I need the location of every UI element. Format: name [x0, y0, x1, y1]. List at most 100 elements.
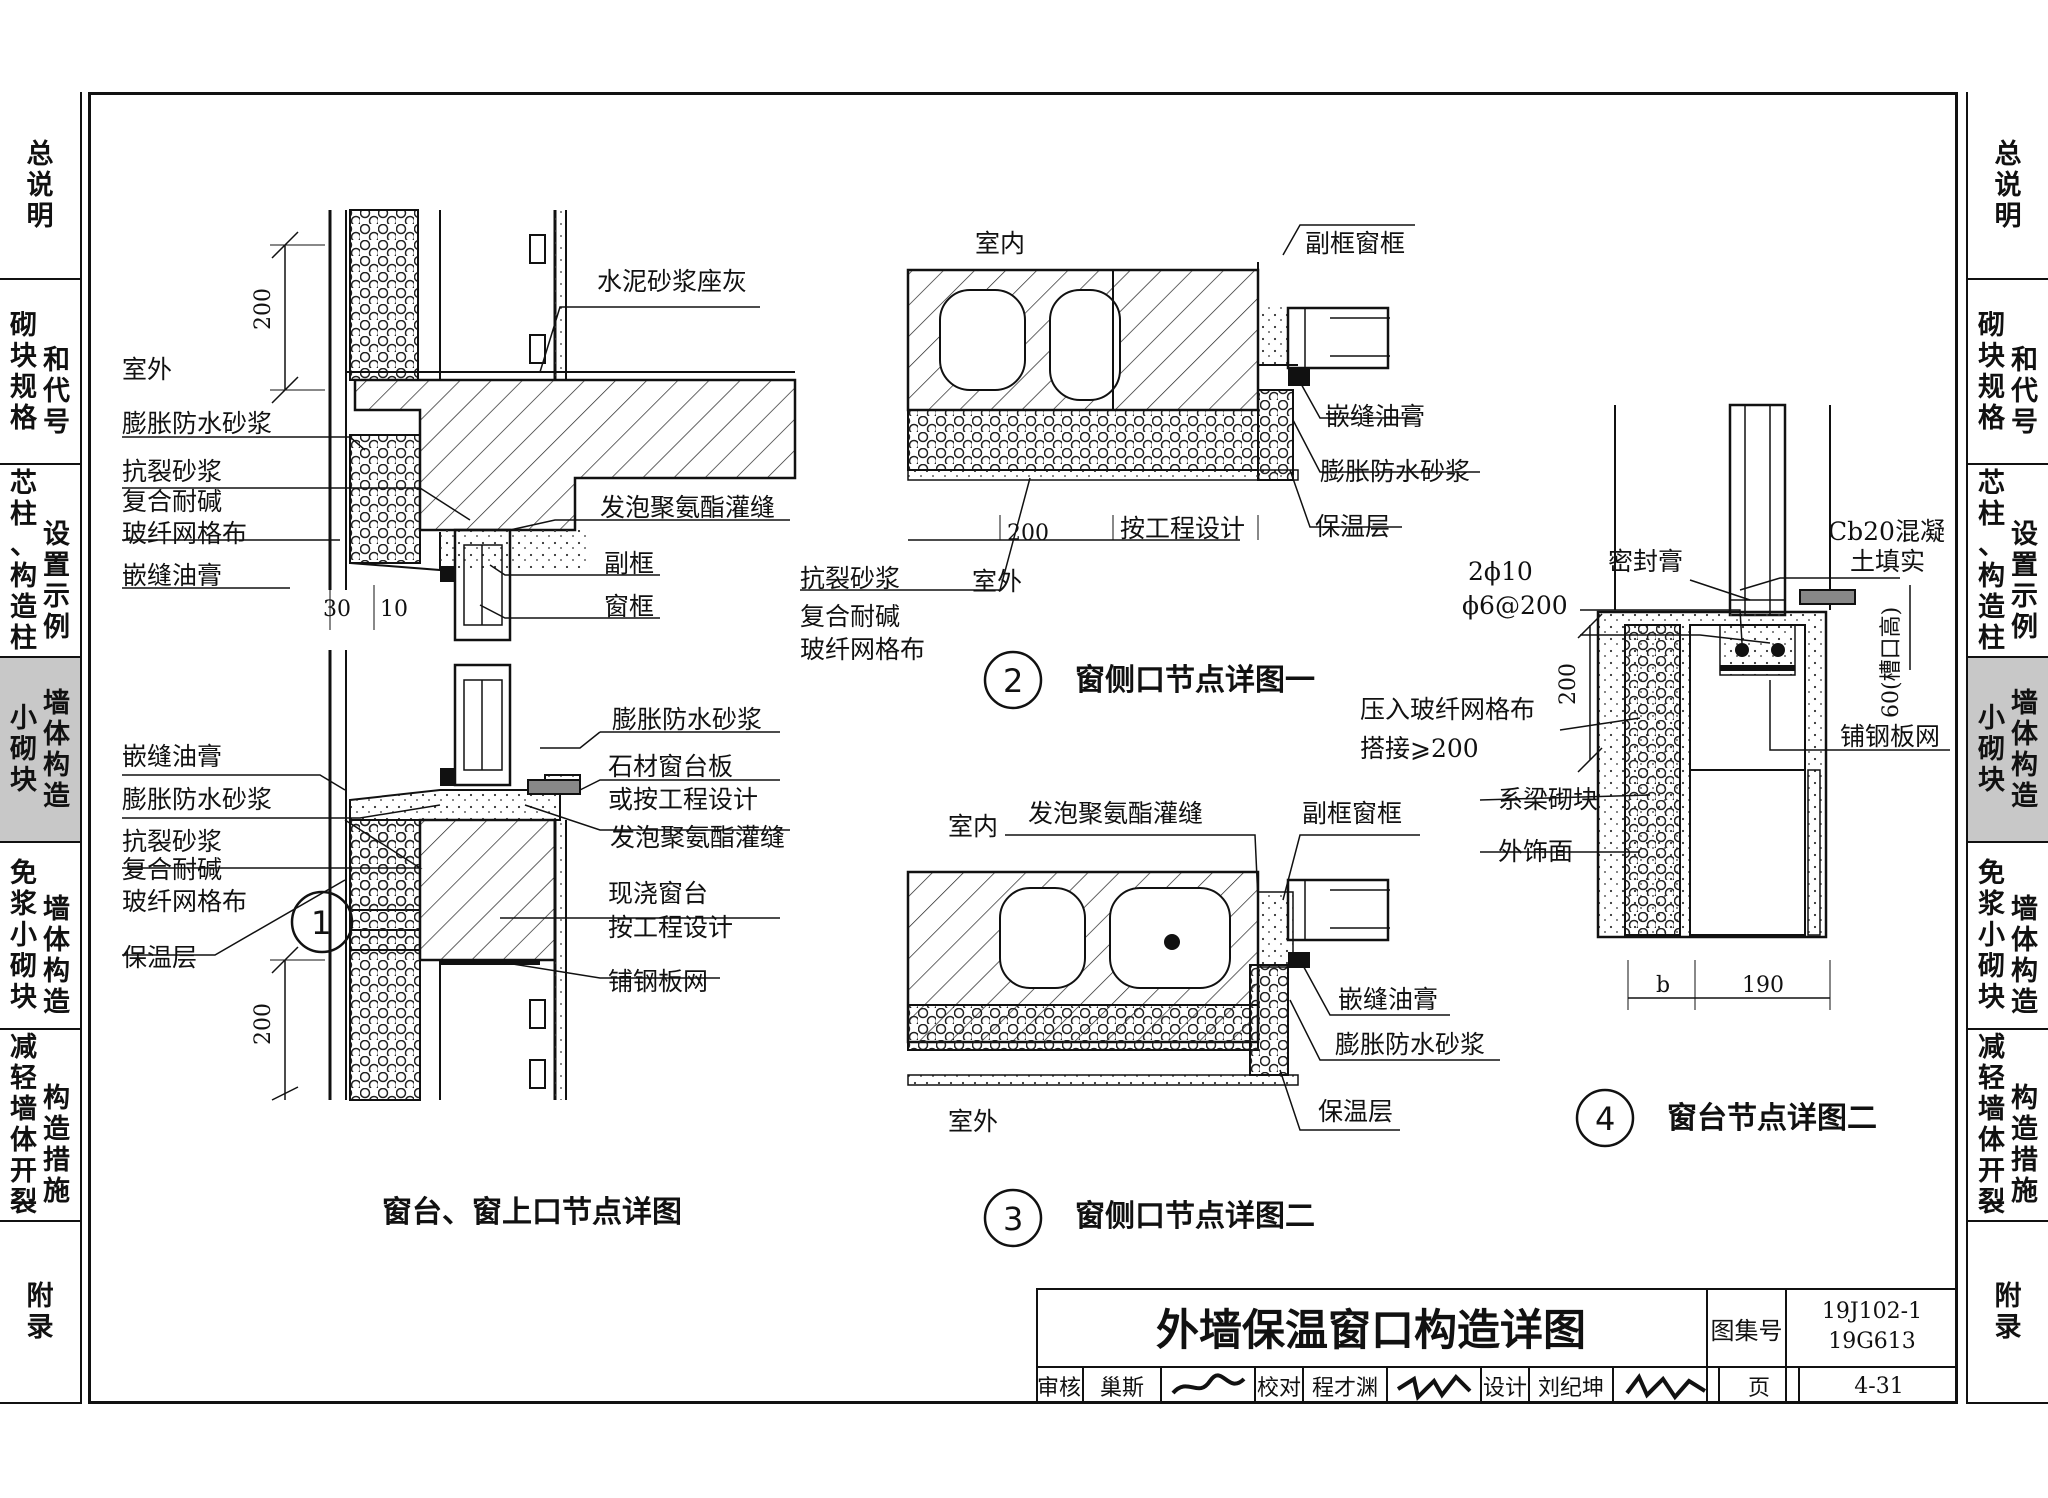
left-tab-5[interactable]: 免浆小砌块墙体构造 [0, 843, 82, 1030]
left-tab-1[interactable]: 总说明 [0, 92, 82, 280]
checker-name: 程才渊 [1304, 1368, 1388, 1404]
left-tab-7[interactable]: 附录 [0, 1222, 82, 1404]
reviewer-name: 巢斯 [1084, 1368, 1162, 1404]
d1-mesh-top-1-label: 复合耐碱 [122, 487, 222, 516]
tab-char: 砌 [10, 734, 37, 765]
d1-expand-mortar-sill-l-label: 膨胀防水砂浆 [122, 785, 272, 814]
left-tab-2[interactable]: 砌块规格和代号 [0, 280, 82, 465]
atlas-number-2: 19G613 [1828, 1328, 1916, 1354]
designer-name: 刘纪坤 [1530, 1368, 1614, 1404]
tab-char: 构 [43, 1083, 70, 1114]
d4-finish-label: 外饰面 [1498, 837, 1573, 866]
tab-char: 体 [2011, 718, 2038, 750]
tab-char: 柱 [1978, 498, 2005, 530]
tab-text-column: 附录 [1995, 1281, 2022, 1343]
tab-text-column: 免浆小砌块 [1978, 858, 2005, 1013]
d1-sub-frame-label: 副框 [604, 549, 654, 578]
tab-char: 裂 [10, 1187, 37, 1218]
d4-sealant-label: 密封膏 [1608, 547, 1683, 576]
tab-text-column: 构造措施 [43, 1083, 70, 1207]
d1-outside-label: 室外 [122, 355, 172, 384]
tab-char: 墙 [43, 687, 70, 719]
tab-char: 格 [1978, 402, 2005, 434]
tab-char: 造 [1978, 591, 2005, 623]
tab-char: 号 [2011, 407, 2038, 438]
tab-char: 墙 [43, 893, 70, 925]
right-tab-4[interactable]: 小砌块墙体构造 [1966, 658, 2048, 843]
d1-dim-30: 30 [323, 597, 351, 622]
d2-dim-200: 200 [1007, 521, 1049, 546]
d4-number: 4 [1595, 1100, 1615, 1138]
tab-char: 砌 [1978, 734, 2005, 765]
d1-cast-sill-1-label: 现浇窗台 [608, 879, 708, 908]
d4-steel-mesh-label: 铺钢板网 [1840, 722, 1940, 751]
designer-signature [1614, 1368, 1720, 1404]
tab-char: 构 [2011, 955, 2038, 987]
tab-char: 小 [1978, 920, 2005, 951]
tab-char: 小 [10, 703, 37, 734]
detail-1-dimensions [270, 231, 375, 1101]
tab-char: 减 [10, 1032, 37, 1063]
right-tab-1[interactable]: 总说明 [1966, 92, 2048, 280]
tab-text-column: 芯柱、构造柱 [10, 468, 37, 654]
d2-sealant-label: 嵌缝油膏 [1325, 402, 1425, 431]
tab-char: 体 [1978, 1125, 2005, 1156]
tab-char: 块 [1978, 340, 2005, 372]
detail-1-window-frame-bottom [440, 663, 512, 787]
tab-char: 轻 [1978, 1063, 2005, 1094]
tab-char: 砌 [10, 951, 37, 982]
tab-text-column: 墙体构造 [43, 894, 70, 1018]
tab-text-column: 附录 [27, 1281, 54, 1343]
d3-inside-label: 室内 [948, 812, 998, 841]
tab-char: 块 [10, 765, 37, 796]
d1-crack-mortar-sill-label: 抗裂砂浆 [122, 827, 222, 856]
tab-text-column: 和代号 [43, 345, 70, 438]
tab-char: 减 [1978, 1032, 2005, 1063]
right-tab-5[interactable]: 免浆小砌块墙体构造 [1966, 843, 2048, 1030]
left-tab-6[interactable]: 减轻墙体开裂构造措施 [0, 1030, 82, 1222]
tab-text-column: 减轻墙体开裂 [1978, 1032, 2005, 1218]
tab-char: 墙 [1978, 1094, 2005, 1125]
tab-char: 块 [10, 340, 37, 372]
tab-text-column: 设置示例 [43, 519, 70, 643]
tab-char: 柱 [10, 498, 37, 530]
right-tab-2[interactable]: 砌块规格和代号 [1966, 280, 2048, 465]
tab-char: 示 [2011, 580, 2038, 612]
d4-overlap-label: 搭接⩾200 [1360, 734, 1479, 763]
tab-char: 施 [2011, 1176, 2038, 1207]
tab-text-column: 设置示例 [2011, 519, 2038, 643]
d1-sealant-top-label: 嵌缝油膏 [122, 561, 222, 590]
tab-char: 造 [43, 1114, 70, 1145]
tab-char: 、 [1978, 529, 2005, 561]
tab-text-column: 小砌块 [1978, 703, 2005, 796]
detail-3-drawing [906, 834, 1500, 1248]
left-tab-3[interactable]: 芯柱、构造柱设置示例 [0, 465, 82, 658]
review-label: 审核 [1036, 1368, 1084, 1404]
d1-caption: 窗台、窗上口节点详图 [382, 1195, 682, 1230]
detail-2-drawing [800, 224, 1480, 710]
right-tab-6[interactable]: 减轻墙体开裂构造措施 [1966, 1030, 2048, 1222]
tab-char: 开 [10, 1156, 37, 1187]
tab-char: 置 [43, 549, 70, 581]
tab-char: 墙 [2011, 687, 2038, 719]
d1-insulation-label: 保温层 [122, 943, 197, 972]
d2-mesh-2-label: 玻纤网格布 [800, 635, 925, 664]
right-tab-7[interactable]: 附录 [1966, 1222, 2048, 1404]
tab-char: 示 [43, 580, 70, 612]
tab-text-column: 墙体构造 [43, 688, 70, 812]
right-tab-3[interactable]: 芯柱、构造柱设置示例 [1966, 465, 2048, 658]
tab-char: 块 [10, 982, 37, 1013]
tab-char: 例 [43, 611, 70, 643]
tab-char: 浆 [10, 889, 37, 920]
d1-dim-10: 10 [380, 597, 408, 622]
d3-expand-mortar-label: 膨胀防水砂浆 [1335, 1030, 1485, 1059]
d4-beam-block-label: 系梁砌块 [1498, 785, 1598, 814]
tab-text-column: 和代号 [2011, 345, 2038, 438]
detail-1-window-frame-top [440, 528, 512, 642]
d4-dim-190: 190 [1742, 973, 1784, 998]
d1-window-frame-label: 窗框 [604, 592, 654, 621]
left-tab-4[interactable]: 小砌块墙体构造 [0, 658, 82, 843]
d3-foam-label: 发泡聚氨酯灌缝 [1028, 799, 1203, 828]
tab-char: 构 [1978, 560, 2005, 592]
d1-crack-mortar-top-label: 抗裂砂浆 [122, 457, 222, 486]
